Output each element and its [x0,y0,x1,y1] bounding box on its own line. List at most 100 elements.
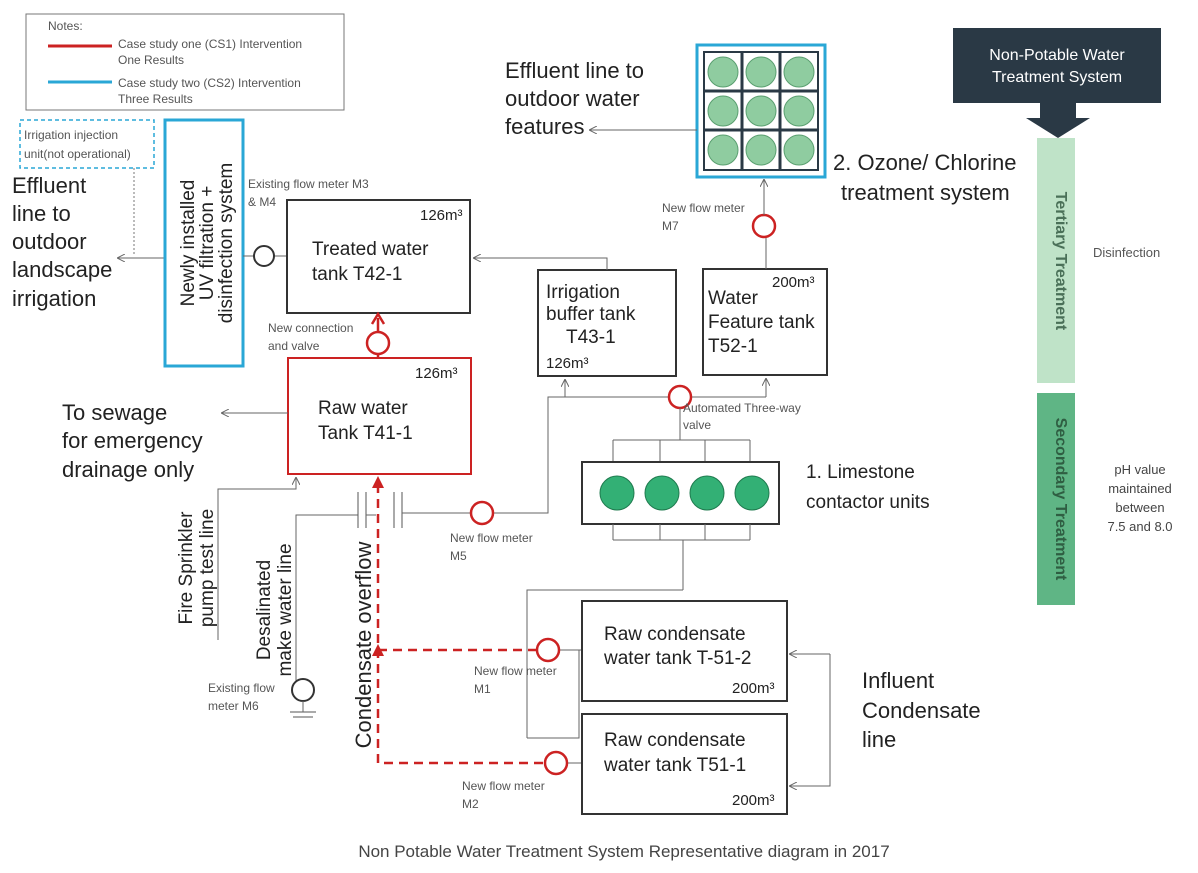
t511-line1: Raw condensate [604,730,746,751]
ozone-line1: 2. Ozone/ Chlorine [833,150,1016,175]
buffer-tank-line2: buffer tank [546,304,636,325]
secondary-label: Secondary Treatment [1052,418,1069,581]
treated-water-tank [286,199,471,314]
secondary-note-line1: pH value [1114,462,1165,477]
sewage-line1: To sewage [62,400,167,425]
effluent-landscape-label: Effluent line to outdoor landscape irrig… [12,173,112,311]
treatment-stage-panel: Non-Potable Water Treatment System Terti… [953,28,1173,605]
legend-title: Notes: [48,19,83,33]
secondary-bar [1037,393,1075,605]
legend-cs2-line2: Three Results [118,92,193,106]
flow-m1-line2: M1 [474,682,491,696]
flow-meter-m5 [469,500,495,526]
influent-to-t511 [790,654,831,786]
buffer-tank-line3: T43-1 [566,327,616,348]
ozone-line2: treatment system [841,180,1010,205]
treated-tank-volume: 126m³ [420,207,463,224]
feature-tank-line3: T52-1 [708,336,758,357]
flow-m6-line1: Existing flow [208,681,275,695]
feature-tank-line1: Water [708,288,759,309]
limestone-line1: 1. Limestone [806,462,915,483]
t511-volume: 200m³ [732,792,775,809]
uv-line3: disinfection system [216,163,237,324]
buffer-to-treated-arrow [474,258,608,270]
ozone-unit [745,134,777,166]
fire-sprinkler-line2: pump test line [197,509,218,627]
effluent-landscape-line5: irrigation [12,286,96,311]
flow-m2-line1: New flow meter [462,779,545,793]
condensate-join-line [527,650,580,739]
panel-header-line2: Treatment System [992,69,1122,86]
legend-cs1-line1: Case study one (CS1) Intervention [118,37,302,51]
fire-sprinkler-line1: Fire Sprinkler [176,511,197,625]
limestone-unit-4 [734,475,770,511]
ozone-unit [745,56,777,88]
legend-box [25,13,345,111]
panel-down-arrow [1026,103,1090,138]
sewage-line3: drainage only [62,457,194,482]
legend-cs1-line2: One Results [118,53,184,67]
ozone-grid [703,51,819,171]
limestone-unit-3 [689,475,725,511]
secondary-note-line2: maintained [1108,481,1172,496]
flow-m2-line2: M2 [462,797,479,811]
influent-line2: Condensate [862,698,981,723]
new-connection-line2: and valve [268,339,320,353]
t512-volume: 200m³ [732,680,775,697]
limestone-line2: contactor units [806,492,930,513]
flow-m6-line2: meter M6 [208,699,259,713]
irrigation-buffer-tank [537,269,677,377]
new-valve [365,330,391,356]
overflow-branch-arrowhead [372,644,384,656]
ozone-unit [707,56,739,88]
limestone-unit-1 [599,475,635,511]
feature-tank-volume: 200m³ [772,274,815,291]
uv-line2: UV filtration + [197,186,218,301]
three-way-line1: Automated Three-way [683,401,801,415]
effluent-landscape-line4: landscape [12,257,112,282]
flow-m7-line2: M7 [662,219,679,233]
influent-line1: Influent [862,668,934,693]
sewage-line2: for emergency [62,428,203,453]
fire-sprinkler-line [217,478,296,640]
water-feature-tank [702,268,828,376]
flow-m3-m4-line2: & M4 [248,195,276,209]
t511-line2: water tank T51-1 [603,755,746,776]
raw-water-tank [287,357,472,475]
flow-m5-line2: M5 [450,549,467,563]
desalinated-line [295,514,358,690]
panel-header-line1: Non-Potable Water [989,47,1125,64]
treated-tank-line2: tank T42-1 [312,264,402,285]
condensate-tank-t511 [581,713,788,815]
effluent-landscape-line2: line to [12,201,71,226]
influent-line3: line [862,727,896,752]
ozone-unit [783,95,815,127]
three-way-line2: valve [683,418,711,432]
flow-meter-m1 [535,637,561,663]
flow-m5-line1: New flow meter [450,531,533,545]
panel-header [953,28,1161,103]
tertiary-bar [1037,138,1075,383]
buffer-tank-line1: Irrigation [546,282,620,303]
feature-tank-line2: Feature tank [708,312,815,333]
t512-line2: water tank T-51-2 [603,648,752,669]
raw-tank-volume: 126m³ [415,365,458,382]
desalinated-line1: Desalinated [254,560,275,660]
effluent-landscape-line3: outdoor [12,229,87,254]
flow-meter-m2 [543,750,569,776]
flow-meter-m6 [291,678,315,702]
condensate-riser-line [526,589,683,738]
ozone-unit [783,134,815,166]
tertiary-label: Tertiary Treatment [1052,192,1069,331]
legend: Notes: Case study one (CS1) Intervention… [25,13,345,111]
flow-m1-line1: New flow meter [474,664,557,678]
flow-meter-m3-m4 [253,245,275,267]
irrigation-unit-line1: Irrigation injection [24,128,118,142]
condensate-overflow-line [376,482,558,765]
effluent-outdoor-line2: outdoor water [505,86,640,111]
treated-tank-line1: Treated water [312,239,429,260]
flow-m3-m4-line1: Existing flow meter M3 [248,177,369,191]
limestone-unit-2 [644,475,680,511]
raw-tank-line2: Tank T41-1 [318,423,413,444]
